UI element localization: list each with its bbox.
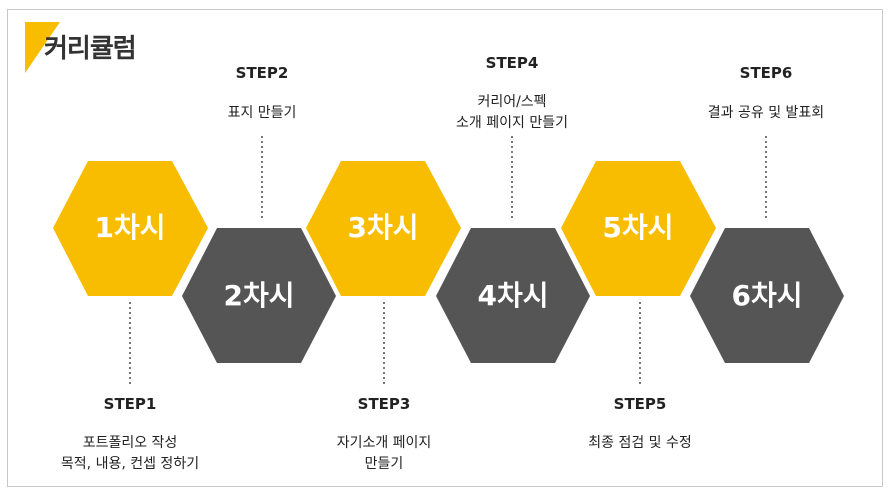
step-desc-2-line-1: 표지 만들기 — [227, 105, 297, 121]
step-desc-1-line-2: 목적, 내용, 컨셉 정하기 — [60, 456, 200, 472]
hexagon-label-6: 6차시 — [731, 279, 803, 312]
step-desc-1-line-1: 포트폴리오 작성 — [82, 435, 178, 451]
page-title: 커리큘럼 — [44, 34, 137, 64]
step-desc-3: 자기소개 페이지 만들기 — [274, 433, 494, 475]
step-desc-3-line-1: 자기소개 페이지 — [336, 435, 432, 451]
step-desc-4-line-2: 소개 페이지 만들기 — [456, 115, 568, 131]
hexagon-5 — [561, 161, 716, 296]
step-desc-3-line-2: 만들기 — [364, 456, 404, 472]
hexagon-label-5: 5차시 — [602, 211, 674, 244]
step-title-3: STEP3 — [357, 395, 411, 413]
hexagons — [53, 161, 844, 363]
step-desc-5-line-1: 최종 점검 및 수정 — [588, 435, 692, 451]
step-title-2: STEP2 — [235, 64, 289, 82]
step-desc-1: 포트폴리오 작성 목적, 내용, 컨셉 정하기 — [20, 433, 240, 475]
hexagon-4 — [436, 228, 590, 363]
corner-accent-triangle — [25, 22, 60, 73]
hexagon-6 — [690, 228, 844, 363]
step-desc-2: 표지 만들기 — [152, 103, 372, 124]
step-title-1: STEP1 — [103, 395, 157, 413]
step-title-4: STEP4 — [485, 54, 539, 72]
step-title-5: STEP5 — [613, 395, 667, 413]
step-desc-5: 최종 점검 및 수정 — [530, 433, 750, 454]
step-desc-6-line-1: 결과 공유 및 발표회 — [707, 105, 825, 121]
hexagon-2 — [182, 228, 336, 363]
connector-lines — [129, 136, 767, 385]
hexagon-label-1: 1차시 — [94, 211, 166, 244]
hexagon-label-4: 4차시 — [477, 279, 549, 312]
hexagon-label-3: 3차시 — [347, 211, 419, 244]
hexagon-3 — [306, 161, 461, 296]
step-desc-6: 결과 공유 및 발표회 — [656, 103, 876, 124]
step-title-6: STEP6 — [739, 64, 793, 82]
step-desc-4-line-1: 커리어/스펙 — [477, 94, 547, 110]
hexagon-label-2: 2차시 — [223, 279, 295, 312]
hexagon-1 — [53, 161, 208, 296]
step-desc-4: 커리어/스펙 소개 페이지 만들기 — [402, 92, 622, 134]
